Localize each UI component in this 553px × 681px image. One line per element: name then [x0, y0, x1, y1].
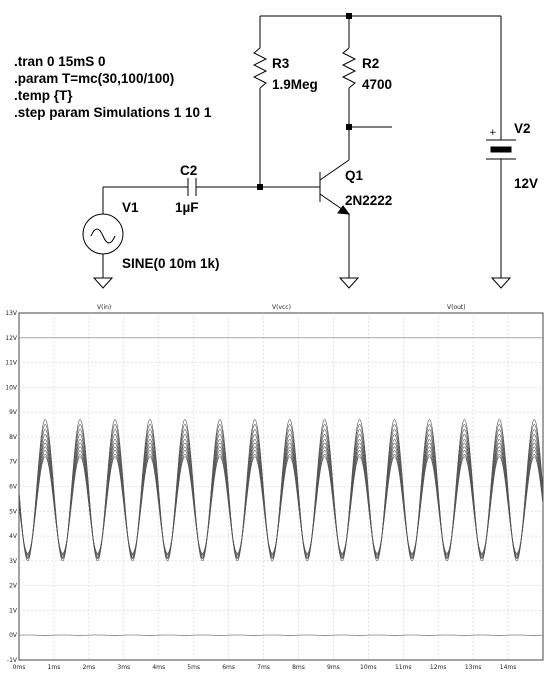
resistor-r2[interactable] [341, 47, 357, 89]
y-tick-label: 0V [9, 632, 18, 639]
x-tick-label: 0ms [13, 664, 26, 671]
directive-step[interactable]: .step param Simulations 1 10 1 [14, 105, 212, 120]
v1-name: V1 [122, 200, 139, 215]
c2-name: C2 [180, 163, 198, 178]
ground-v1-icon [92, 277, 114, 289]
q1-collector [319, 159, 350, 181]
ground-v2-icon [490, 277, 512, 289]
r2-name: R2 [362, 56, 380, 71]
directive-temp[interactable]: .temp {T} [14, 88, 73, 103]
q1-value: 2N2222 [345, 193, 393, 208]
directive-tran[interactable]: .tran 0 15mS 0 [14, 54, 106, 69]
schematic: + [82, 13, 516, 289]
q1-emitter-arrow-icon [337, 205, 351, 215]
trace-label-vcc[interactable]: V(vcc) [272, 304, 291, 311]
x-tick-label: 2ms [82, 664, 95, 671]
x-tick-label: 4ms [152, 664, 165, 671]
y-tick-label: 9V [9, 409, 18, 416]
y-tick-label: 10V [5, 384, 18, 391]
y-tick-label: 11V [5, 360, 18, 367]
ground-q1-icon [338, 277, 360, 289]
trace-group [18, 337, 544, 636]
y-tick-label: 8V [9, 434, 18, 441]
x-tick-label: 1ms [48, 664, 61, 671]
r3-value: 1.9Meg [272, 77, 318, 92]
y-tick-label: 13V [5, 310, 18, 317]
x-tick-label: 7ms [257, 664, 270, 671]
x-tick-label: 10ms [360, 664, 377, 671]
x-tick-label: 6ms [222, 664, 235, 671]
c2-value: 1µF [175, 200, 199, 215]
y-tick-label: 5V [9, 508, 18, 515]
x-tick-label: 14ms [500, 664, 517, 671]
y-tick-label: 6V [9, 484, 18, 491]
trace-vout-run-10 [18, 456, 544, 554]
x-tick-label: 8ms [292, 664, 305, 671]
y-tick-label: 2V [9, 583, 18, 590]
x-tick-label: 3ms [117, 664, 130, 671]
junction-out [346, 124, 352, 130]
waveform-plot[interactable]: -1V 0V 1V 2V 3V 4V 5V 6V 7V 8V 9V 10V 11V 12V 13V 0ms 1… [0, 300, 553, 681]
y-tick-label: 3V [9, 558, 18, 565]
q1-name: Q1 [345, 168, 364, 183]
resistor-r3[interactable] [252, 47, 268, 89]
v2-name: V2 [514, 121, 531, 136]
x-tick-labels: 0ms 1ms 2ms 3ms 4ms 5ms 6ms 7ms 8ms 9ms 10ms 11ms 12… [13, 664, 517, 671]
r3-name: R3 [272, 56, 290, 71]
y-tick-label: 4V [9, 533, 18, 540]
junction-base [257, 184, 263, 190]
y-tick-label: -1V [7, 657, 18, 664]
x-tick-label: 13ms [465, 664, 482, 671]
r2-value: 4700 [362, 77, 393, 92]
junction-top [346, 13, 352, 19]
directive-param[interactable]: .param T=mc(30,100/100) [14, 71, 175, 86]
trace-label-vin[interactable]: V(in) [97, 304, 111, 311]
v1-value: SINE(0 10m 1k) [122, 256, 220, 271]
x-tick-label: 9ms [327, 664, 340, 671]
x-tick-label: 5ms [187, 664, 200, 671]
x-tick-label: 11ms [395, 664, 412, 671]
y-tick-label: 1V [9, 607, 18, 614]
sine-source-v1[interactable] [82, 213, 124, 255]
y-tick-label: 12V [5, 335, 18, 342]
sine-symbol-icon [90, 228, 116, 244]
v2-value: 12V [514, 176, 539, 191]
v2-plate-neg[interactable] [490, 146, 512, 153]
trace-label-vout[interactable]: V(out) [447, 304, 466, 311]
x-tick-label: 12ms [430, 664, 447, 671]
v2-polarity-label: + [489, 128, 497, 138]
y-tick-label: 7V [9, 459, 18, 466]
y-tick-labels: -1V 0V 1V 2V 3V 4V 5V 6V 7V 8V 9V 10V 11V 12V 13V [5, 310, 18, 664]
